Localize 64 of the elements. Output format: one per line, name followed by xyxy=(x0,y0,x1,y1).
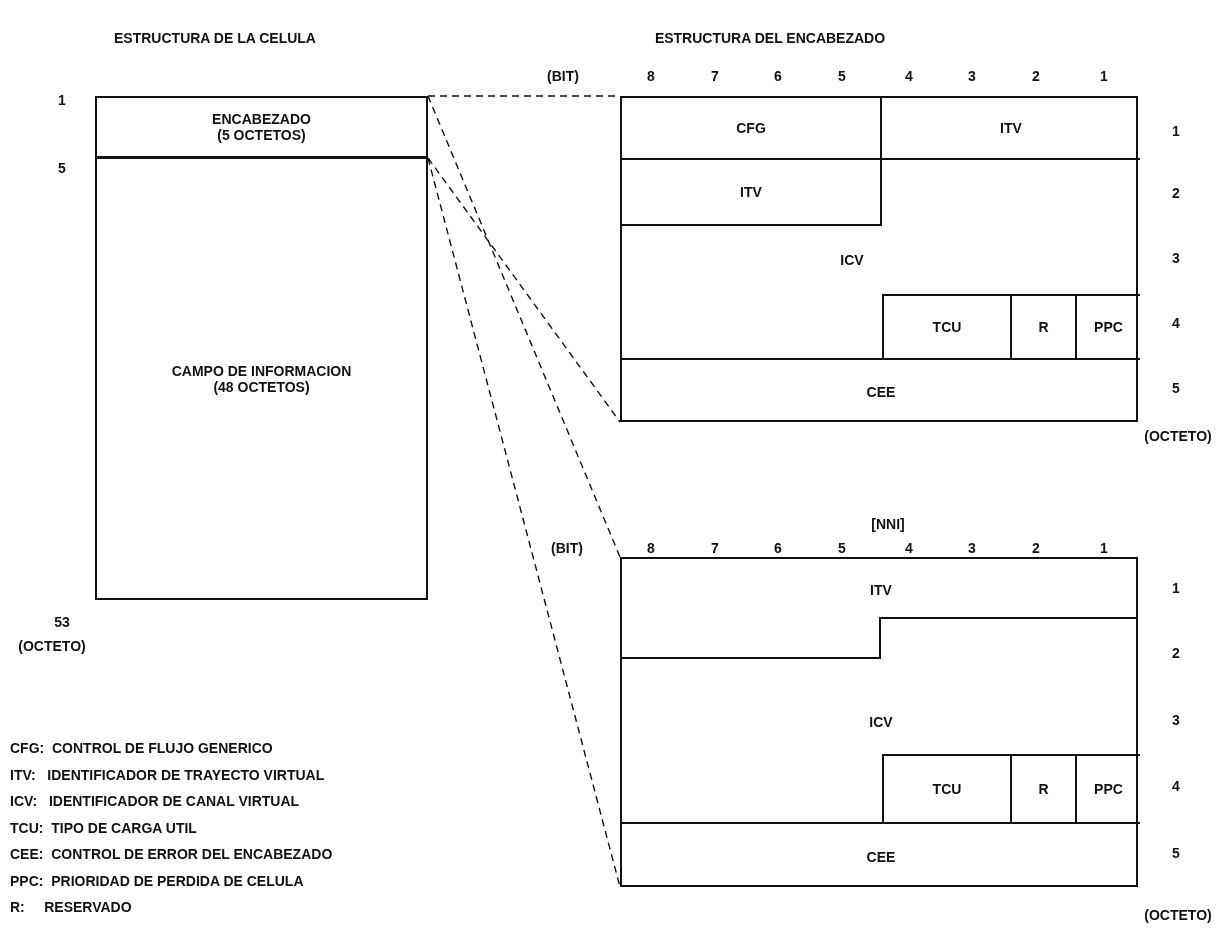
abbreviation-definition: CEE: CONTROL DE ERROR DEL ENCABEZADO xyxy=(10,845,333,863)
abbreviation-definition: TCU: TIPO DE CARGA UTIL xyxy=(10,818,197,837)
cell-section-box: CAMPO DE INFORMACION (48 OCTETOS) xyxy=(95,157,428,600)
field-region: ICV xyxy=(622,689,1140,755)
interface-label: [NNI] xyxy=(871,515,905,533)
field-box: TCU xyxy=(882,294,1010,358)
octet-number: 4 xyxy=(1172,314,1180,332)
abbreviation-definition: PPC: PRIORIDAD DE PERDIDA DE CELULA xyxy=(10,871,304,890)
field-region: ITV xyxy=(622,559,1140,620)
octet-number: 1 xyxy=(1172,579,1180,597)
field-box: TCU xyxy=(882,754,1010,822)
octet-number: 53 xyxy=(54,613,70,631)
bit-number: 7 xyxy=(711,539,719,557)
octet-number: 4 xyxy=(1172,777,1180,795)
field-box: R xyxy=(1010,294,1075,358)
bit-number: 5 xyxy=(838,539,846,557)
abbreviation-definition: ITV: IDENTIFICADOR DE TRAYECTO VIRTUAL xyxy=(10,765,325,784)
abbreviation-definition: ICV: IDENTIFICADOR DE CANAL VIRTUAL xyxy=(10,792,300,810)
octet-number: 3 xyxy=(1172,711,1180,729)
octet-number: 2 xyxy=(1172,644,1180,662)
field-box: PPC xyxy=(1075,754,1140,822)
octet-number: 2 xyxy=(1172,184,1180,202)
header-table xyxy=(620,557,1138,887)
abbreviation-definition: CFG: CONTROL DE FLUJO GENERICO xyxy=(10,739,273,757)
octet-number: 5 xyxy=(1172,844,1180,862)
unit-label: (BIT) xyxy=(547,67,579,85)
abbreviation-definition: R: RESERVADO xyxy=(10,898,132,916)
bit-number: 7 xyxy=(711,67,719,85)
octet-number: 1 xyxy=(58,91,66,109)
octet-number: 5 xyxy=(1172,379,1180,397)
bit-number: 8 xyxy=(647,539,655,557)
octet-number: 5 xyxy=(58,159,66,177)
field-box: ITV xyxy=(622,160,882,226)
dashed-connector-line xyxy=(427,157,621,423)
bit-number: 8 xyxy=(647,67,655,85)
bit-number: 3 xyxy=(968,539,976,557)
bit-number: 6 xyxy=(774,67,782,85)
bit-number: 2 xyxy=(1032,539,1040,557)
unit-label: (OCTETO) xyxy=(1144,906,1212,924)
heading: ESTRUCTURA DE LA CELULA xyxy=(114,29,316,47)
header-table xyxy=(620,96,1138,422)
bit-number: 1 xyxy=(1100,67,1108,85)
field-region: ICV xyxy=(622,226,1082,294)
bit-number: 6 xyxy=(774,539,782,557)
field-box: R xyxy=(1010,754,1075,822)
field-box: CEE xyxy=(622,822,1140,889)
octet-number: 1 xyxy=(1172,122,1180,140)
octet-number: 3 xyxy=(1172,249,1180,267)
unit-label: (OCTETO) xyxy=(1144,427,1212,445)
bit-number: 3 xyxy=(968,67,976,85)
field-box: PPC xyxy=(1075,294,1140,358)
unit-label: (OCTETO) xyxy=(18,637,86,655)
dashed-connector-line xyxy=(427,95,621,558)
bit-number: 5 xyxy=(838,67,846,85)
heading: ESTRUCTURA DEL ENCABEZADO xyxy=(654,29,886,47)
bit-number: 4 xyxy=(905,539,913,557)
field-box: ITV xyxy=(882,98,1140,160)
bit-number: 2 xyxy=(1032,67,1040,85)
bit-number: 1 xyxy=(1100,539,1108,557)
field-box: CEE xyxy=(622,358,1140,424)
cell-section-box: ENCABEZADO (5 OCTETOS) xyxy=(95,96,428,158)
field-box: CFG xyxy=(622,98,882,160)
bit-number: 4 xyxy=(905,67,913,85)
unit-label: (BIT) xyxy=(551,539,583,557)
